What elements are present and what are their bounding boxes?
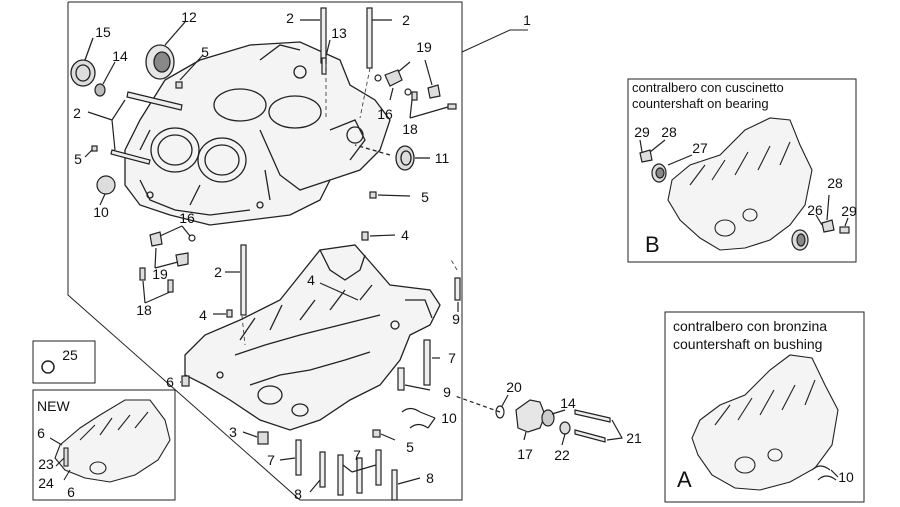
callout-29: 29 [634,124,650,140]
callout-6: 6 [37,425,45,441]
callout-28: 28 [661,124,677,140]
o-ring-part-25 [41,360,55,374]
callout-1: 1 [523,12,531,28]
inset-a-caption: contralbero con bronzina countershaft on… [673,317,827,353]
plugs-part-5 [84,54,411,441]
callout-2: 2 [286,10,294,26]
callout-20: 20 [506,379,522,395]
callout-9: 9 [452,311,460,327]
callout-21: 21 [626,430,642,446]
inset-a-letter: A [677,467,692,492]
inset-a-clips [811,465,839,481]
callout-10: 10 [441,410,457,426]
dowels-part-4 [213,231,396,318]
callout-4: 4 [307,272,315,288]
callout-7: 7 [448,350,456,366]
callout-6: 6 [166,374,174,390]
callout-12: 12 [181,9,197,25]
callout-22: 22 [554,447,570,463]
callout-5: 5 [421,189,429,205]
callout-23: 23 [38,456,54,472]
callout-29: 29 [841,203,857,219]
callout-25: 25 [62,347,78,363]
callout-5: 5 [406,439,414,455]
callout-4: 4 [199,307,207,323]
callout-5: 5 [201,44,209,60]
main-frame [67,1,463,501]
plugs-part-3-6 [180,375,269,445]
seal-part-11 [354,144,430,171]
inset-b-box [627,78,857,263]
callout-2: 2 [214,264,222,280]
alignment-dashes [241,64,458,346]
callout-16: 16 [179,210,195,226]
new-inset-label: NEW [37,398,70,414]
inset-b-caption: contralbero con cuscinetto countershaft … [632,80,784,112]
inset-b-letter: B [645,232,660,257]
seal-part-12 [145,21,186,80]
callout-13: 13 [331,25,347,41]
fittings-lower-left [139,225,196,304]
callout-3: 3 [229,424,237,440]
callout-28: 28 [827,175,843,191]
inset-a-crankcase [691,354,839,491]
leader-1 [461,29,528,53]
callout-8: 8 [294,486,302,502]
new-inset-crankcase [49,399,171,483]
callout-10: 10 [93,204,109,220]
inset-b-seals [639,139,850,251]
callout-2: 2 [402,12,410,28]
callout-19: 19 [152,266,168,282]
callout-19: 19 [416,39,432,55]
lower-crankcase-illustration [184,244,441,431]
callout-11: 11 [434,150,450,166]
studs-part-2 [87,7,392,316]
inset-a-caption-it: contralbero con bronzina [673,318,828,334]
countershaft-assembly [454,394,623,446]
callout-16: 16 [377,106,393,122]
callout-10: 10 [838,469,854,485]
inset-b-caption-it: contralbero con cuscinetto [632,80,784,95]
callout-18: 18 [136,302,152,318]
callout-14: 14 [560,395,576,411]
callout-5: 5 [74,151,82,167]
bolts-part-7-8-bottom [279,439,421,501]
bearing-part-15 [70,37,96,87]
new-inset-box [32,389,176,501]
callout-4: 4 [401,227,409,243]
callout-2: 2 [73,105,81,121]
callout-17: 17 [517,446,533,462]
callout-9: 9 [443,384,451,400]
bushing-part-14-top [94,61,116,97]
callout-18: 18 [402,121,418,137]
callout-7: 7 [267,452,275,468]
inset-a-box [664,311,865,503]
callout-6: 6 [67,484,75,500]
callout-7: 7 [353,447,361,463]
callout-24: 24 [38,475,54,491]
bushing-part-10-top [96,175,116,206]
part-25-box [32,340,96,384]
callout-26: 26 [807,202,823,218]
clips-part-10-right [401,407,436,429]
fittings-part-19-16-18 [374,59,457,119]
bolts-part-9-7-right [397,277,461,391]
callout-27: 27 [692,140,708,156]
inset-b-caption-en: countershaft on bearing [632,96,769,111]
inset-a-caption-en: countershaft on bushing [673,336,823,352]
callout-14: 14 [112,48,128,64]
inset-b-crankcase [667,117,813,251]
upper-crankcase-illustration [124,41,391,226]
callout-8: 8 [426,470,434,486]
callout-15: 15 [95,24,111,40]
